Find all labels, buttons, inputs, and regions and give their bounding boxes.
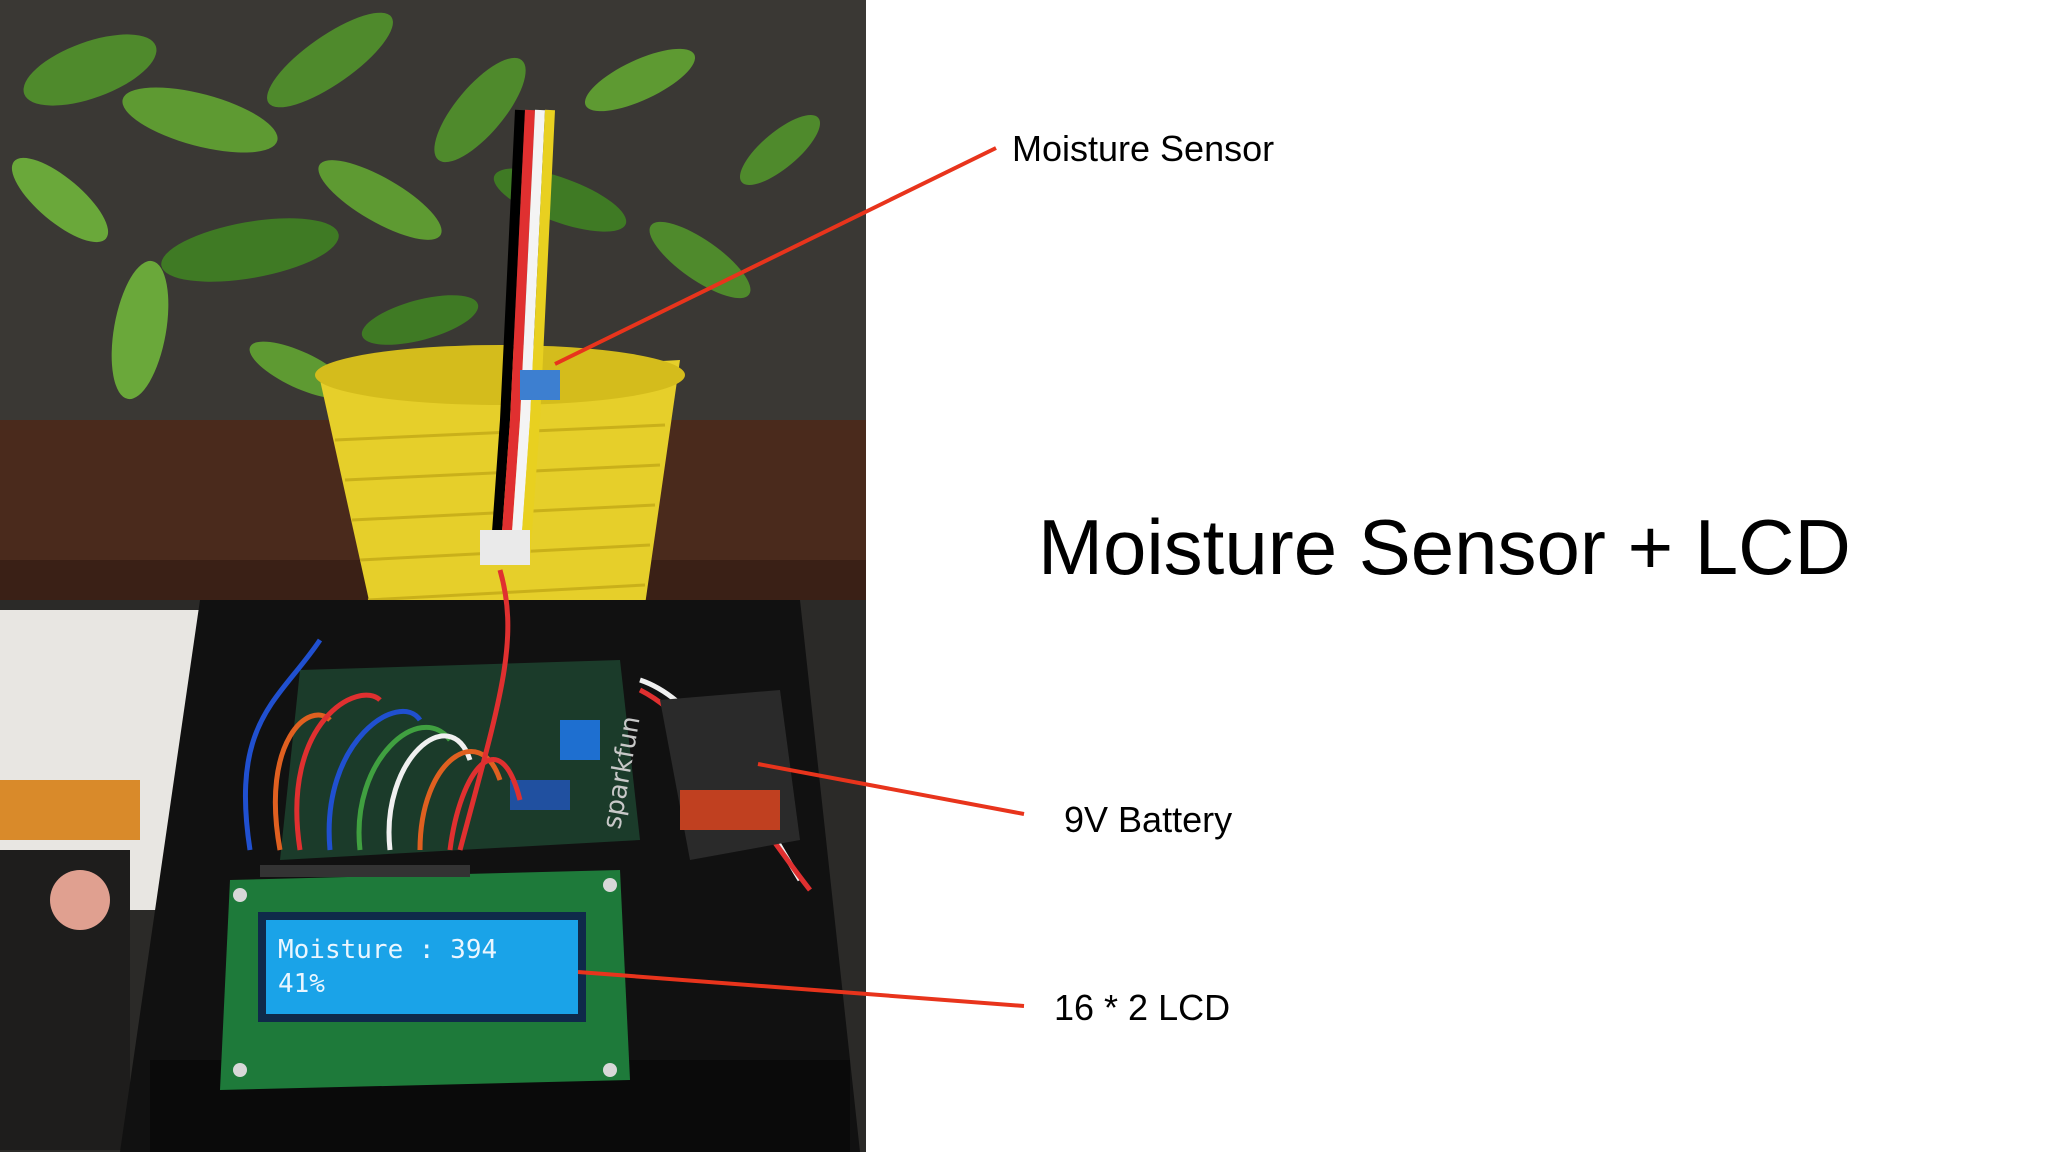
- sensor-cable: [480, 109, 560, 565]
- lcd-module: Moisture : 394 41%: [220, 865, 630, 1090]
- callout-label-lcd: 16 * 2 LCD: [1054, 987, 1231, 1028]
- lcd-line-1: Moisture : 394: [278, 935, 497, 965]
- callout-label-moisture-sensor: Moisture Sensor: [1012, 128, 1275, 169]
- callout-label-battery: 9V Battery: [1064, 799, 1233, 840]
- lcd-screen: [266, 920, 578, 1014]
- lcd-line-2: 41%: [278, 969, 325, 999]
- project-photo: sparkfun: [0, 0, 866, 1152]
- slide-title: Moisture Sensor + LCD: [1038, 503, 1851, 591]
